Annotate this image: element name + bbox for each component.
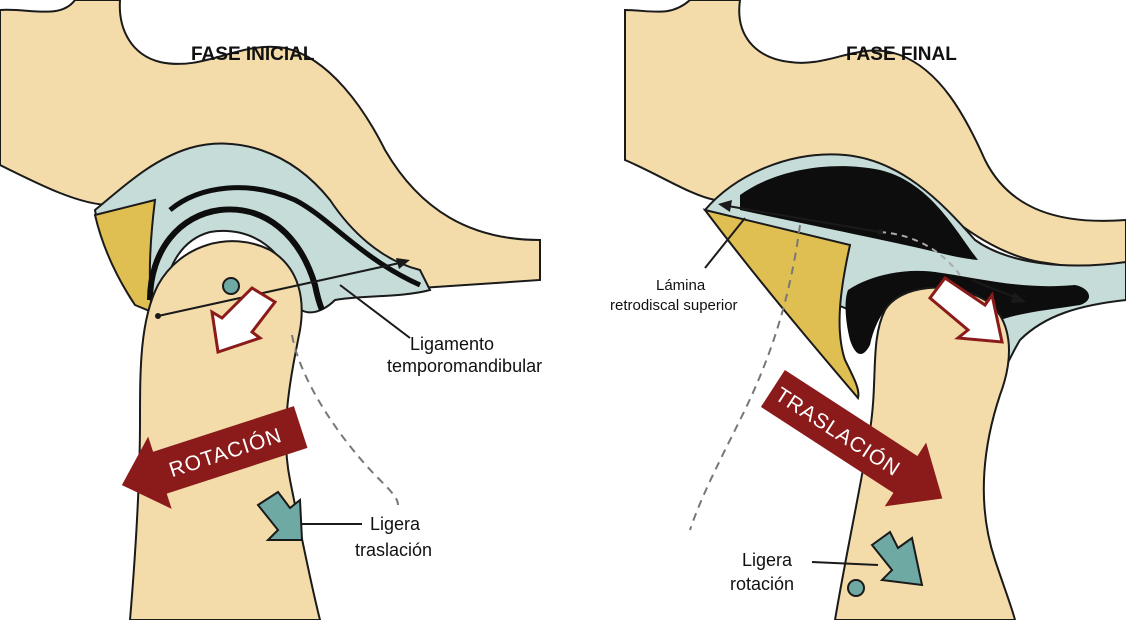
slight-rotation-label-line1: Ligera — [742, 550, 793, 570]
title-final-phase: FASE FINAL — [846, 44, 957, 65]
retrodiscal-tissue-left — [95, 200, 155, 312]
ligament-label-line1: Ligamento — [410, 334, 494, 354]
slight-translation-label-line1: Ligera — [370, 514, 421, 534]
rotation-center-dot-left — [223, 278, 239, 294]
slight-translation-label-line2: traslación — [355, 540, 432, 560]
rotation-center-dot-right — [848, 580, 864, 596]
panel-initial-phase: ROTACIÓN — [0, 0, 540, 620]
ligament-anchor-dot-left — [155, 313, 161, 319]
dashed-outline-left — [292, 335, 398, 505]
slight-rotation-label-line2: rotación — [730, 574, 794, 594]
lamina-label-line2: retrodiscal superior — [610, 297, 738, 314]
lamina-anchor-dot-right — [877, 229, 883, 235]
ligament-label-line2: temporomandibular — [387, 356, 542, 376]
title-initial-phase: FASE INICIAL — [191, 44, 315, 65]
lamina-label-line1: Lámina — [656, 277, 706, 294]
